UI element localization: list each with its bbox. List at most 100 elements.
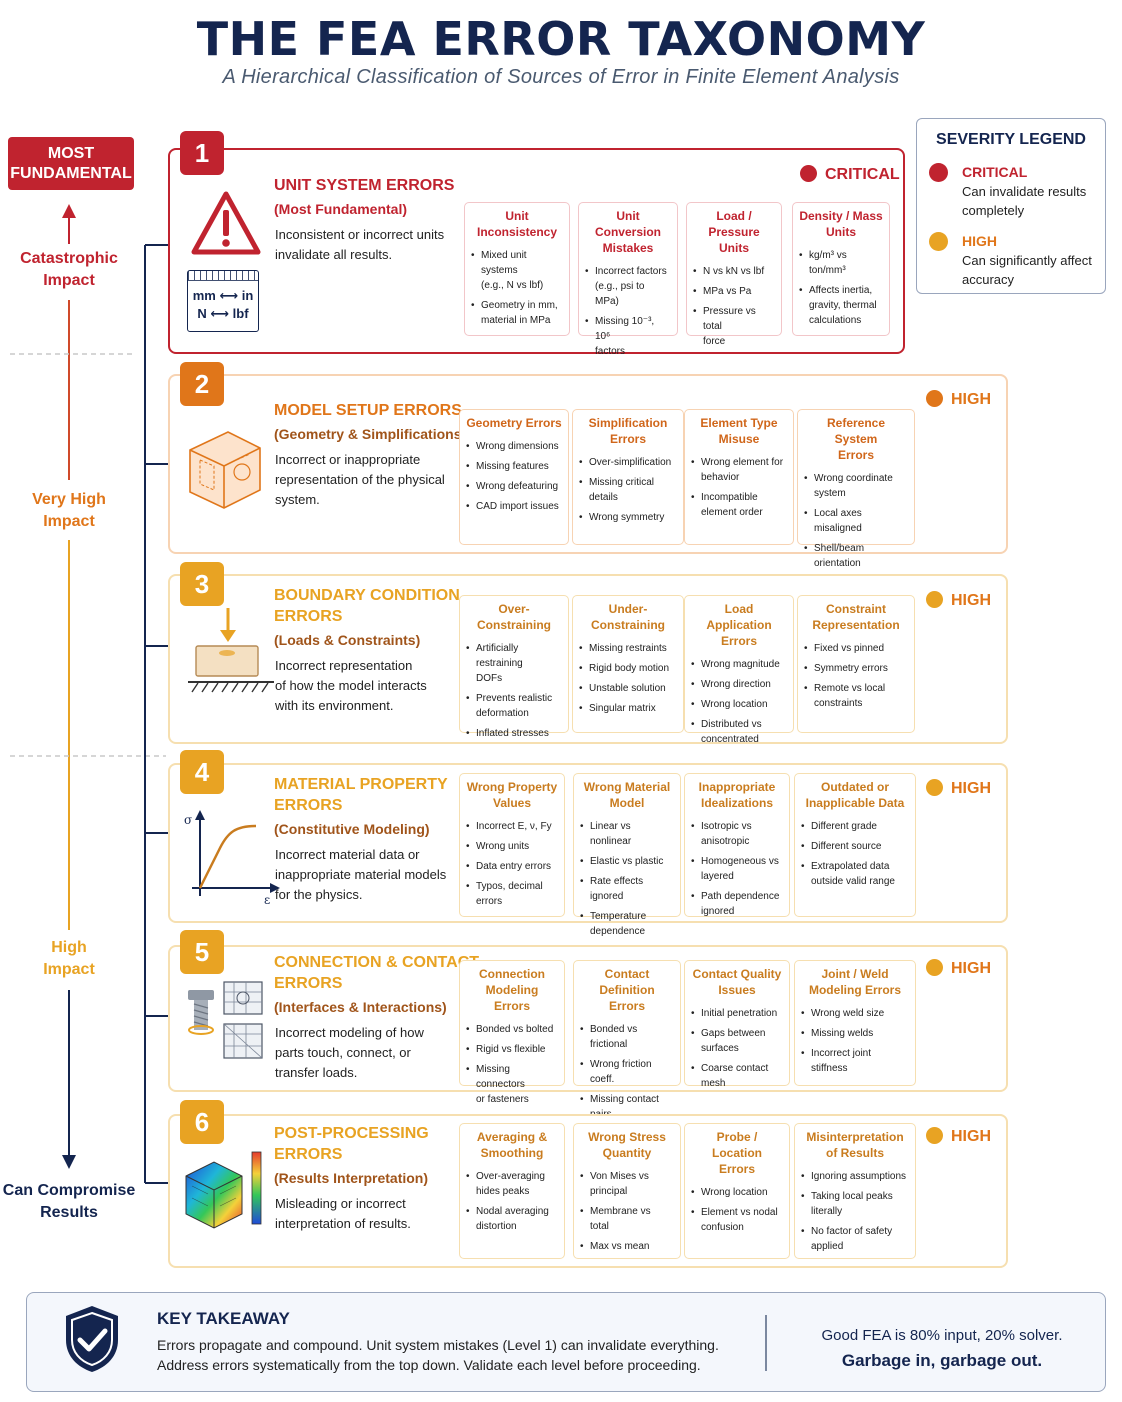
category-title-line: Model [609,796,645,810]
error-item-line: stiffness [811,1063,848,1074]
stress-contour-icon [185,1151,262,1229]
error-item-line: factors [595,346,626,357]
error-item-line: details [589,492,618,503]
error-item-line: Von Mises vs [590,1171,649,1182]
error-list-item: Missing welds [801,1026,909,1041]
error-item-line: dependence [590,926,646,937]
level-subtitle: (Constitutive Modeling) [274,821,430,837]
severity-dot-icon [926,390,943,407]
error-list-item: Wrong location [691,697,787,712]
error-item-line: outside valid range [811,876,895,887]
category-title-line: Errors [608,999,646,1013]
takeaway-line-1: Errors propagate and compound. Unit syst… [157,1337,719,1353]
ruler-strip [188,271,258,281]
category-title-line: of Results [825,1146,884,1160]
severity-label: HIGH [951,1128,991,1145]
error-category-box: Wrong StressQuantityVon Mises vsprincipa… [573,1123,681,1259]
error-item-line: Geometry in mm, [481,300,558,311]
error-item-line: (e.g., psi to MPa) [595,281,645,307]
level-description-line: Incorrect material data or [275,847,420,862]
high-dot-icon [929,232,948,251]
error-item-line: layered [701,871,734,882]
error-item-line: Rigid body motion [589,663,670,674]
error-item-line: Taking local peaks [811,1191,893,1202]
level-title-line: BOUNDARY CONDITION [274,587,460,604]
level-icon-wrap [180,410,290,525]
error-list-item: Elastic vs plastic [580,854,674,869]
axis-up-arrow-icon [62,204,76,218]
level-subtitle: (Results Interpretation) [274,1170,429,1186]
error-list-item: Wrong direction [691,677,787,692]
error-item-line: behavior [701,472,740,483]
error-category-title: Under-Constraining [579,601,677,633]
category-title-line: Misuse [718,432,760,446]
error-item-line: ignored [701,906,735,917]
key-takeaway: KEY TAKEAWAY Errors propagate and compou… [26,1292,1106,1392]
error-list-item: MPa vs Pa [693,284,775,299]
category-title-line: Under-Constraining [591,602,665,632]
error-item-line: orientation [814,558,861,569]
error-item-line: element order [701,507,763,518]
impact-label-line: Impact [43,272,95,289]
error-item-line: Missing 10⁻³, 10⁶ [595,316,655,342]
level-subtitle: (Interfaces & Interactions) [274,999,447,1015]
error-category-title: Unit Inconsistency [471,208,563,240]
category-title-line: Quantity [602,1146,652,1160]
level-number-badge: 3 [180,562,224,606]
error-item-line: deformation [476,708,529,719]
error-category-box: ConstraintRepresentationFixed vs pinnedS… [797,595,915,733]
error-item-line: Element vs nodal [701,1207,778,1218]
level-description-line: representation of the physical [275,472,445,487]
error-list-item: Wrong friction coeff. [580,1057,674,1087]
level-description-line: parts touch, connect, or [275,1045,411,1060]
error-list-item: Fixed vs pinned [804,641,908,656]
category-title-line: Probe / Location [712,1130,762,1160]
error-item-line: errors [476,896,503,907]
category-title-line: Units [826,225,856,239]
error-category-box: SimplificationErrorsOver-simplificationM… [572,409,684,545]
error-item-line: distortion [476,1221,517,1232]
level-subtitle: (Most Fundamental) [274,201,407,217]
category-title-line: Values [492,796,532,810]
error-list-item: Missing features [466,459,562,474]
error-list: Wrong magnitudeWrong directionWrong loca… [691,657,787,747]
error-item-line: Remote vs local [814,683,886,694]
error-list-item: Missing restraints [579,641,677,656]
error-item-line: Shell/beam [814,543,865,554]
error-list-item: Wrong magnitude [691,657,787,672]
error-item-line: Wrong symmetry [589,512,665,523]
error-item-line: Data entry errors [476,861,552,872]
error-list-item: N vs kN vs lbf [693,264,775,279]
category-title-line: Contact Quality [692,967,782,981]
error-list: Incorrect factors(e.g., psi to MPa)Missi… [585,264,671,359]
error-category-box: Contact QualityIssuesInitial penetration… [684,960,790,1089]
level-description-line: transfer loads. [275,1065,358,1080]
impact-label-line: Impact [43,961,95,978]
error-category-box: Under-ConstrainingMissing restraintsRigi… [572,595,684,733]
error-item-line: (e.g., N vs lbf) [481,280,544,291]
error-item-line: Pressure vs total [703,306,756,332]
error-item-line: kg/m³ vs ton/mm³ [809,250,847,276]
impact-label-line: Very High [32,491,106,508]
error-list: Mixed unit systems(e.g., N vs lbf)Geomet… [471,248,563,328]
bolt-contact-icon [188,981,263,1059]
severity-legend: SEVERITY LEGEND CRITICAL Can invalidate … [916,118,1106,294]
error-item-line: Missing critical [589,477,655,488]
takeaway-title: KEY TAKEAWAY [157,1309,290,1328]
error-item-line: Wrong dimensions [476,441,559,452]
category-title-line: Units [719,241,749,255]
category-title-line: Geometry Errors [466,416,562,430]
category-title-line: Modeling Errors [808,983,901,997]
